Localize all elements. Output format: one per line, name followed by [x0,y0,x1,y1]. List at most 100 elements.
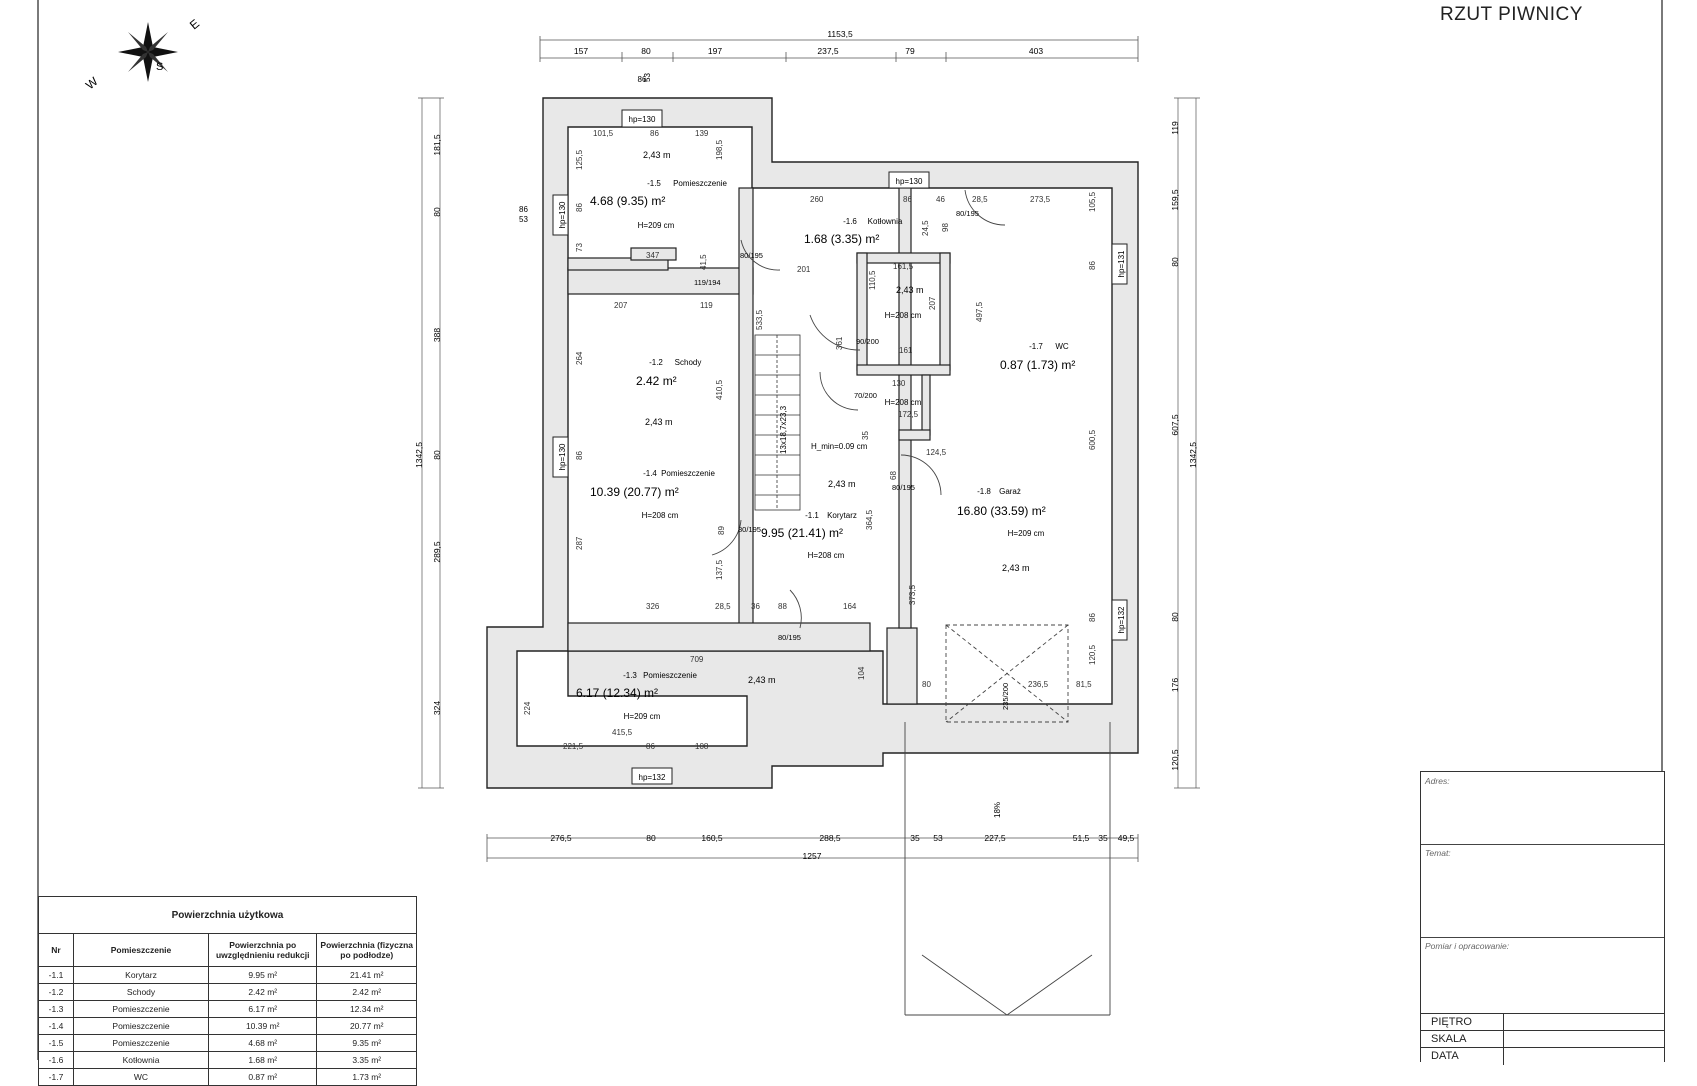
table-cell: 21.41 m² [316,966,417,984]
inner-dim: 161,5 [893,262,914,271]
dim-right-total: 1342,5 [1188,442,1198,468]
subject-label: Temat: [1425,848,1451,858]
room-name: Pomieszczenie [661,469,715,478]
inner-dim: 415,5 [612,728,633,737]
table-row: -1.7 WC 0.87 m² 1.73 m² [38,1068,417,1086]
room-num: -1.5 [647,179,661,188]
table-cell: 2.42 m² [207,983,318,1001]
inner-dim: 73 [575,243,584,252]
dimension-lines [421,39,1197,859]
dim-bottom: 51,5 [1073,833,1090,843]
inner-dim: 287 [575,536,584,550]
inner-dim: 361 [835,336,844,350]
floor-label: PIĘTRO [1431,1016,1472,1028]
inner-dim: 104 [857,666,866,680]
room-area: 4.68 (9.35) m² [590,194,665,208]
table-cell: 3.35 m² [316,1051,417,1069]
dim-top: 79 [905,46,915,56]
table-cell: -1.5 [38,1034,74,1052]
window-label: hp=130 [896,177,923,186]
room-num: -1.8 [977,487,991,496]
door-label: 235/200 [1001,683,1010,710]
door-label: 80/195 [740,251,763,260]
room-name: Pomieszczenie [643,671,697,680]
inner-dim: 497,5 [975,301,984,322]
room-area: 2.42 m² [636,374,677,388]
door-label: 80/195 [778,633,801,642]
inner-dim: 86 [650,129,659,138]
table-cell: -1.6 [38,1051,74,1069]
inner-dim: 86 [1088,261,1097,270]
table-cell: 0.87 m² [207,1068,318,1086]
room-height: H=208 cm [885,311,922,320]
address-cell: Adres: [1421,772,1664,845]
inner-dim: 326 [646,602,660,611]
compass-s: S [156,61,163,73]
inner-dim: 36 [751,602,760,611]
inner-dim: 410,5 [715,379,724,400]
inner-dim: 201 [797,265,811,274]
garage-ramp [904,624,1111,1016]
hmin-note: H_min=0.09 cm [811,442,868,451]
stairs-note: 13x18,7x23,3 [779,405,788,454]
window-label: hp=131 [1117,250,1126,277]
inner-dim: 86 [575,203,584,212]
table-cell: 10.39 m² [207,1017,318,1035]
window-width: 86 [519,205,528,214]
inner-dim: 264 [575,351,584,365]
subject-cell: Temat: [1421,844,1664,938]
dimension-ticks [418,36,1200,862]
inner-dim: 137,5 [715,559,724,580]
dim-bottom: 35 [910,833,920,843]
level-mark: 2,43 m [1002,563,1030,573]
dim-top: 197 [708,46,722,56]
table-cell: 9.35 m² [316,1034,417,1052]
room-height: H=209 cm [638,221,675,230]
table-cell: -1.3 [38,1000,74,1018]
dim-bottom: 80 [646,833,656,843]
ramp-slope: 18% [993,802,1002,818]
inner-dim: 110,5 [868,270,877,290]
dim-top-total: 1153,5 [827,29,853,39]
date-label: DATA [1431,1050,1459,1062]
inner-dim: 364,5 [865,509,874,530]
room-area: 9.95 (21.41) m² [761,526,843,540]
window-label: hp=130 [629,115,656,124]
inner-dim: 533,5 [755,309,764,330]
surveyor-cell: Pomiar i opracowanie: [1421,937,1664,1014]
compass-e: E [187,16,202,32]
door-swings [711,189,1006,629]
table-header: Nr [38,933,74,967]
window-label: hp=130 [558,443,567,470]
room-name: Garaż [999,487,1021,496]
table-row: -1.5 Pomieszczenie 4.68 m² 9.35 m² [38,1034,417,1052]
table-cell: 6.17 m² [207,1000,318,1018]
window-height: 53 [643,73,652,82]
table-cell: 20.77 m² [316,1017,417,1035]
room-num: -1.2 [649,358,663,367]
inner-dim: 108 [695,742,709,751]
table-row: -1.3 Pomieszczenie 6.17 m² 12.34 m² [38,1000,417,1018]
room-height: H=208 cm [642,511,679,520]
inner-dim: 24,5 [921,220,930,236]
level-mark: 2,43 m [643,150,671,160]
area-table: Powierzchnia użytkowa Nr Pomieszczenie P… [38,896,417,1086]
inner-dim: 207 [614,301,628,310]
sheet-title: RZUT PIWNICY [1440,4,1583,25]
inner-dim: 46 [936,195,945,204]
dim-left: 289,5 [432,541,442,563]
title-block: Adres: Temat: Pomiar i opracowanie: PIĘT… [1420,771,1665,1065]
dim-left: 388 [432,328,442,342]
inner-dim: 207 [928,296,937,310]
table-row: -1.2 Schody 2.42 m² 2.42 m² [38,983,417,1001]
room-name: Kotłownia [868,217,903,226]
dim-right: 80 [1170,612,1180,622]
inner-dim: 198,5 [715,139,724,160]
floor-plan-drawing: W S E [37,0,1663,1060]
room-num: -1.1 [805,511,819,520]
inner-dim: 101,5 [593,129,614,138]
inner-dim: 347 [646,251,660,260]
room-num: -1.6 [843,217,857,226]
dim-left: 324 [432,701,442,715]
dim-right: 607,5 [1170,414,1180,436]
